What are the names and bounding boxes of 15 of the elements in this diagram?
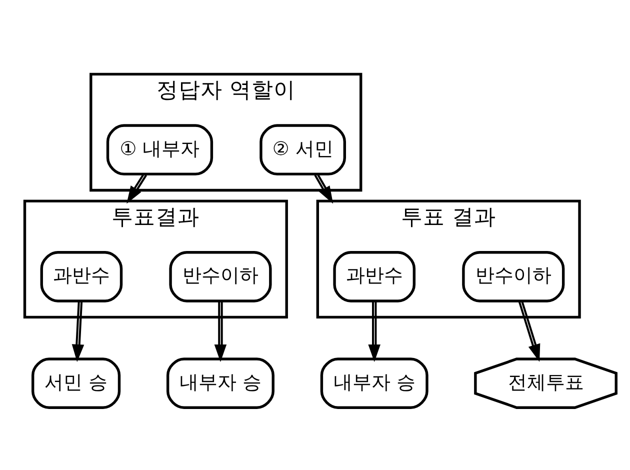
- node-box: 과반수: [333, 250, 416, 302]
- node-box: 서민 승: [32, 357, 121, 408]
- arrow: [368, 300, 380, 362]
- node-box: ① 내부자: [106, 124, 214, 175]
- arrow: [214, 300, 227, 362]
- node-box: 과반수: [40, 250, 123, 302]
- arrow: [126, 172, 147, 204]
- arrow: [72, 300, 84, 362]
- node-box: 반수이하: [462, 250, 565, 302]
- arrow: [314, 172, 334, 204]
- node-box: ② 서민: [260, 124, 346, 175]
- node-box: 반수이하: [169, 250, 272, 302]
- node-box: 내부자 승: [320, 357, 428, 408]
- node-box: 내부자 승: [166, 357, 274, 408]
- arrow: [518, 300, 540, 362]
